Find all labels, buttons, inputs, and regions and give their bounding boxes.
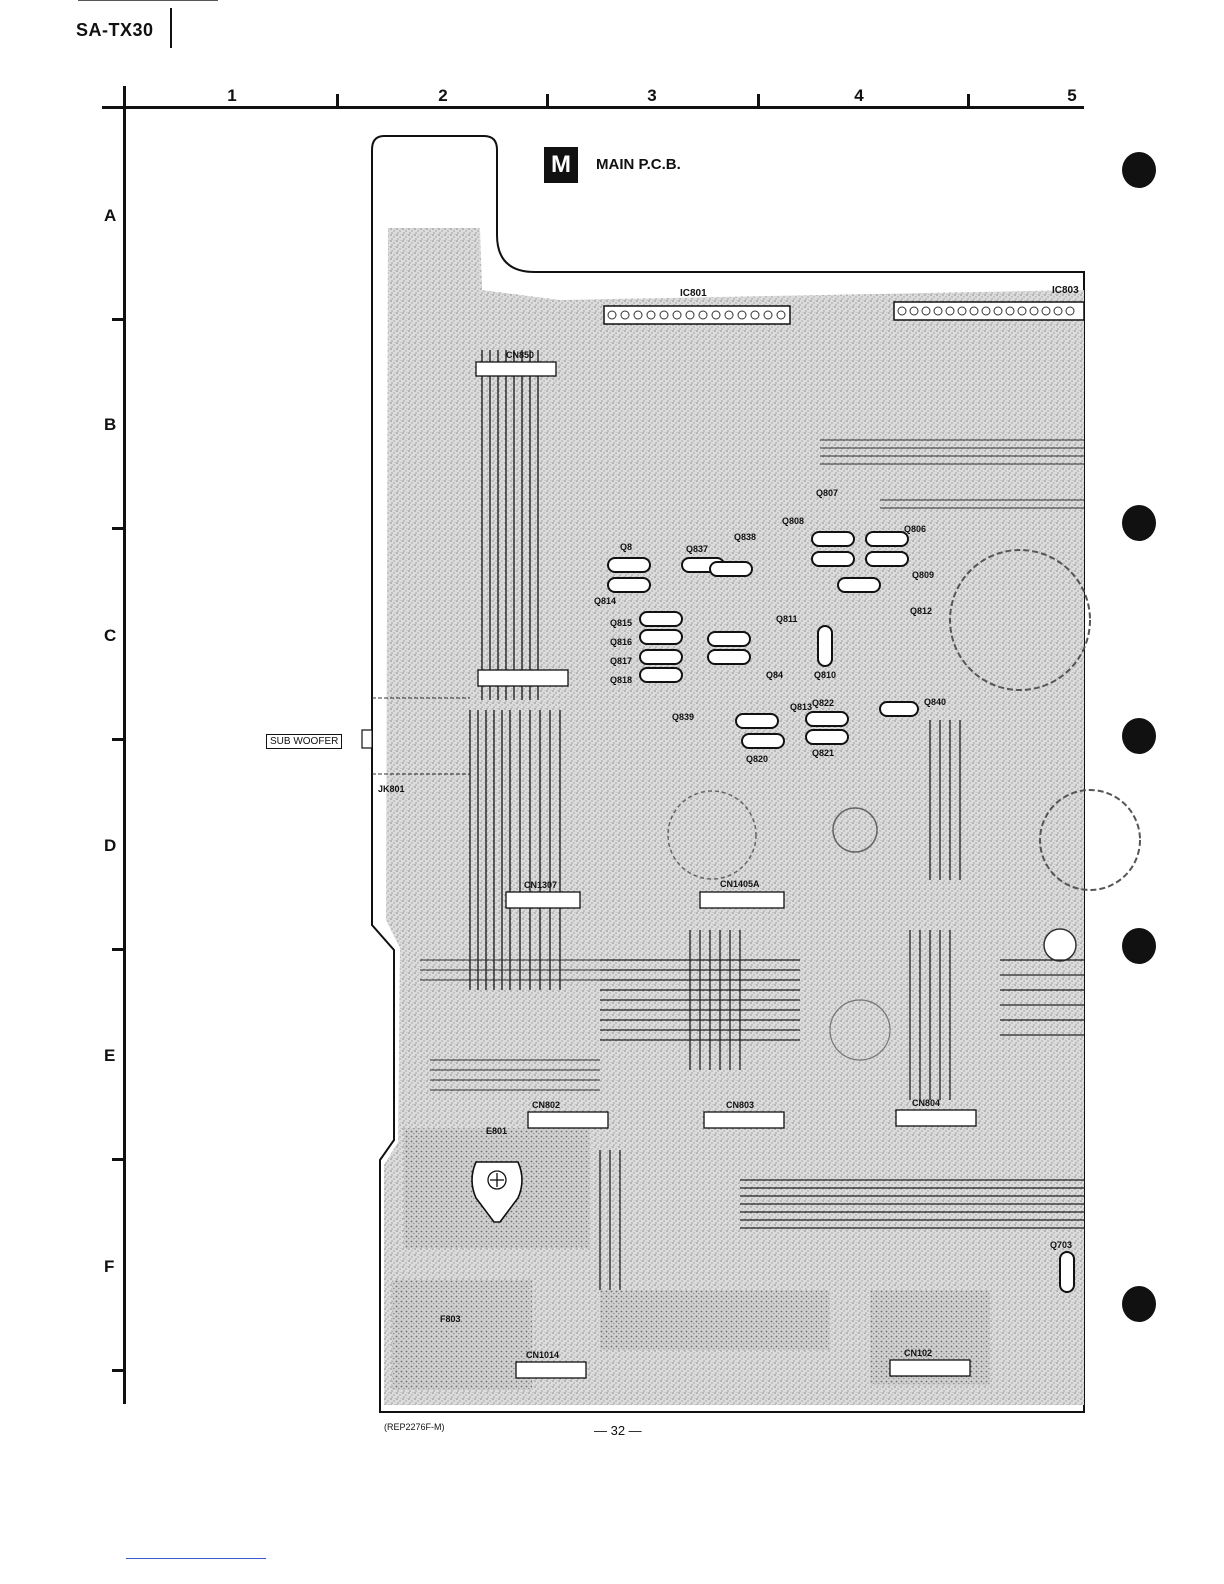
transistor-label: Q818 — [610, 675, 632, 685]
board-reference-code: (REP2276F-M) — [384, 1422, 445, 1432]
transistor-label: Q84 — [766, 670, 783, 680]
transistor-label: Q821 — [812, 748, 834, 758]
board-title: MAIN P.C.B. — [596, 156, 681, 173]
copper-pour — [600, 1290, 830, 1350]
sub-woofer-jack — [362, 730, 372, 748]
transistor-label: Q839 — [672, 712, 694, 722]
sub-woofer-label: SUB WOOFER — [266, 734, 342, 749]
cn102-label: CN102 — [904, 1348, 932, 1358]
transistor-label: Q817 — [610, 656, 632, 666]
copper-pour — [392, 1280, 532, 1390]
transistor-label: Q812 — [910, 606, 932, 616]
cn802-label: CN802 — [532, 1100, 560, 1110]
transistor-label: Q838 — [734, 532, 756, 542]
cn850-label: CN850 — [506, 350, 534, 360]
ic801-footprint — [604, 306, 790, 324]
cn804-label: CN804 — [912, 1098, 940, 1108]
capacitor-outline — [1044, 929, 1076, 961]
ic803-label: IC803 — [1052, 285, 1079, 296]
transistor-label: Q814 — [594, 596, 616, 606]
cn1405-label: CN1405A — [720, 879, 760, 889]
transistor-label: Q811 — [776, 614, 798, 624]
cn803-label: CN803 — [726, 1100, 754, 1110]
bottom-rule — [126, 1558, 266, 1559]
transistor-label: Q808 — [782, 516, 804, 526]
transistor-label: Q703 — [1050, 1240, 1072, 1250]
cn1014-label: CN1014 — [526, 1350, 559, 1360]
transistor-label: Q820 — [746, 754, 768, 764]
e801-label: E801 — [486, 1126, 507, 1136]
ic801-label: IC801 — [680, 288, 707, 299]
transistor-label: Q837 — [686, 544, 708, 554]
board-badge: M — [544, 147, 578, 183]
transistor-label: Q806 — [904, 524, 926, 534]
transistor-label: Q8 — [620, 542, 632, 552]
transistor-label: Q807 — [816, 488, 838, 498]
page-number: — 32 — — [594, 1423, 642, 1438]
transistor-label: Q813 — [790, 702, 812, 712]
transistor-label: Q822 — [812, 698, 834, 708]
transistor-label: Q815 — [610, 618, 632, 628]
transistor-label: Q809 — [912, 570, 934, 580]
transistor-label: Q816 — [610, 637, 632, 647]
cn1307-label: CN1307 — [524, 880, 557, 890]
f803-label: F803 — [440, 1314, 461, 1324]
transistor-label: Q810 — [814, 670, 836, 680]
jk801-label: JK801 — [378, 784, 405, 794]
transistor-label: Q840 — [924, 697, 946, 707]
